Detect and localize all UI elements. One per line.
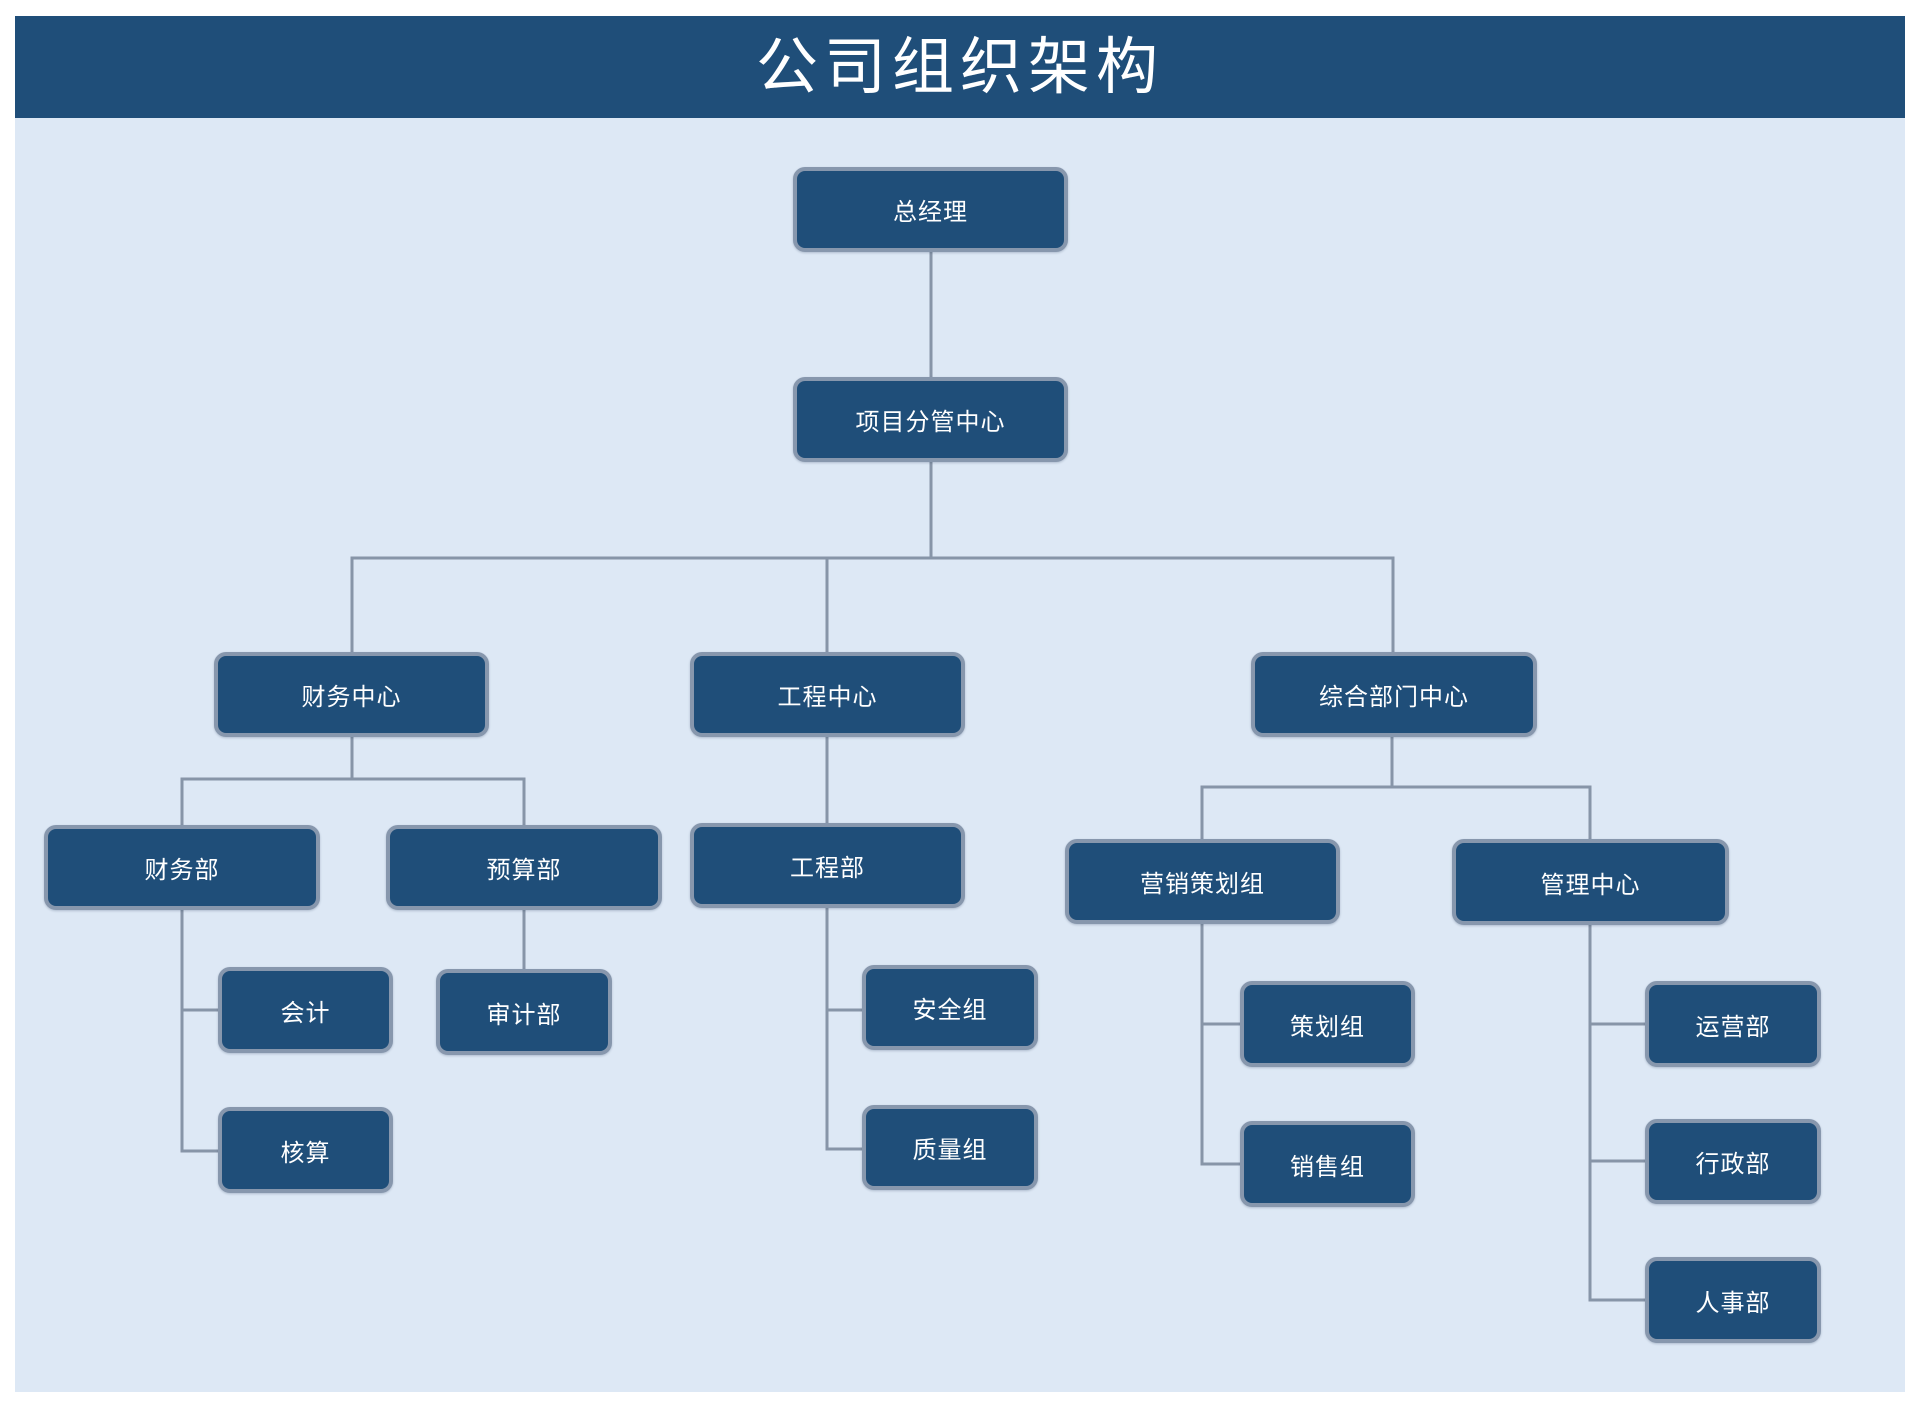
node-label: 预算部 (486, 856, 562, 884)
node-finance-center[interactable]: 财务中心 (214, 652, 489, 737)
node-label: 总经理 (893, 198, 968, 226)
node-label: 财务部 (144, 856, 220, 884)
node-operations-dept[interactable]: 运营部 (1645, 981, 1821, 1067)
title-banner: 公司组织架构 (15, 16, 1905, 118)
node-label: 运营部 (1695, 1012, 1771, 1041)
node-label: 行政部 (1695, 1150, 1771, 1178)
node-marketing-planning-group[interactable]: 营销策划组 (1065, 839, 1340, 924)
node-quality-group[interactable]: 质量组 (862, 1105, 1038, 1190)
node-label: 工程部 (790, 854, 865, 882)
node-sales-group[interactable]: 销售组 (1240, 1121, 1415, 1207)
node-label: 人事部 (1695, 1288, 1771, 1317)
node-label: 管理中心 (1540, 870, 1641, 899)
node-hr-dept[interactable]: 人事部 (1645, 1257, 1821, 1343)
node-admin-dept[interactable]: 行政部 (1645, 1119, 1821, 1204)
node-label: 财务中心 (301, 683, 402, 711)
node-safety-group[interactable]: 安全组 (862, 965, 1038, 1050)
node-label: 策划组 (1290, 1012, 1365, 1041)
node-planning-group[interactable]: 策划组 (1240, 981, 1415, 1067)
node-label: 会计 (280, 998, 331, 1027)
page-title: 公司组织架构 (755, 30, 1164, 103)
node-management-center[interactable]: 管理中心 (1452, 839, 1729, 925)
node-label: 销售组 (1290, 1152, 1365, 1181)
node-label: 营销策划组 (1140, 870, 1265, 898)
node-engineering-dept[interactable]: 工程部 (690, 823, 965, 908)
node-general-dept-center[interactable]: 综合部门中心 (1251, 652, 1537, 737)
node-accounting[interactable]: 会计 (218, 967, 393, 1053)
node-label: 工程中心 (777, 683, 878, 711)
node-engineering-center[interactable]: 工程中心 (690, 652, 965, 737)
node-label: 安全组 (912, 996, 988, 1024)
node-general-manager[interactable]: 总经理 (793, 167, 1068, 252)
node-audit-dept[interactable]: 审计部 (436, 969, 612, 1055)
node-budget-dept[interactable]: 预算部 (386, 825, 662, 910)
node-finance-dept[interactable]: 财务部 (44, 825, 320, 910)
node-label: 质量组 (912, 1136, 988, 1164)
node-label: 综合部门中心 (1319, 683, 1469, 711)
node-label: 核算 (280, 1138, 331, 1167)
node-label: 审计部 (486, 1000, 562, 1029)
node-label: 项目分管中心 (855, 408, 1006, 436)
node-cost-accounting[interactable]: 核算 (218, 1107, 393, 1193)
node-project-hub[interactable]: 项目分管中心 (793, 377, 1068, 462)
